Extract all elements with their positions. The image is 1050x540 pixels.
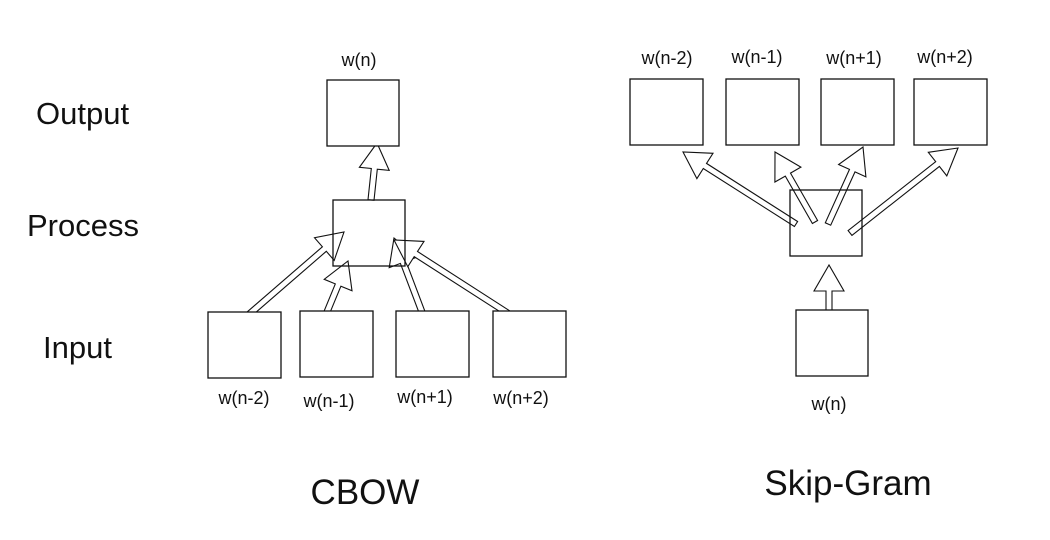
row-label-output: Output bbox=[36, 96, 129, 131]
arrow bbox=[358, 141, 391, 201]
cbow-input-box bbox=[299, 310, 374, 378]
skipgram-input-label: w(n) bbox=[811, 394, 847, 414]
skipgram-output-box bbox=[913, 78, 988, 146]
skipgram-output-label: w(n+1) bbox=[825, 48, 882, 68]
skipgram-arrows bbox=[682, 145, 959, 324]
skipgram-output-label: w(n+2) bbox=[916, 47, 973, 67]
skipgram-process-box bbox=[789, 189, 863, 257]
cbow-output-box bbox=[326, 79, 400, 147]
cbow-input-box bbox=[492, 310, 567, 378]
cbow-diagram: w(n) w(n-2) w(n-1) w(n+1) w(n+2) CBOW bbox=[207, 50, 567, 512]
arrow bbox=[682, 151, 799, 228]
cbow-input-label: w(n-1) bbox=[302, 391, 354, 411]
skipgram-diagram: w(n-2) w(n-1) w(n+1) w(n+2) w(n) Skip-Gr… bbox=[629, 47, 988, 503]
cbow-title: CBOW bbox=[311, 473, 420, 512]
cbow-input-label: w(n-2) bbox=[217, 388, 269, 408]
cbow-input-box bbox=[395, 310, 470, 378]
skipgram-output-label: w(n-1) bbox=[730, 47, 782, 67]
skipgram-output-box bbox=[629, 78, 704, 146]
cbow-output-label: w(n) bbox=[341, 50, 377, 70]
skipgram-input-box bbox=[795, 309, 869, 377]
skipgram-output-label: w(n-2) bbox=[640, 48, 692, 68]
cbow-input-label: w(n+2) bbox=[492, 388, 549, 408]
arrow bbox=[774, 151, 819, 225]
row-label-input: Input bbox=[43, 330, 112, 365]
row-label-process: Process bbox=[27, 208, 139, 243]
arrow bbox=[824, 145, 867, 226]
skipgram-output-box bbox=[820, 78, 895, 146]
skipgram-output-box bbox=[725, 78, 800, 146]
arrow bbox=[847, 147, 959, 237]
cbow-input-label: w(n+1) bbox=[396, 387, 453, 407]
cbow-process-box bbox=[332, 199, 406, 267]
skipgram-title: Skip-Gram bbox=[764, 464, 931, 503]
cbow-input-box bbox=[207, 311, 282, 379]
